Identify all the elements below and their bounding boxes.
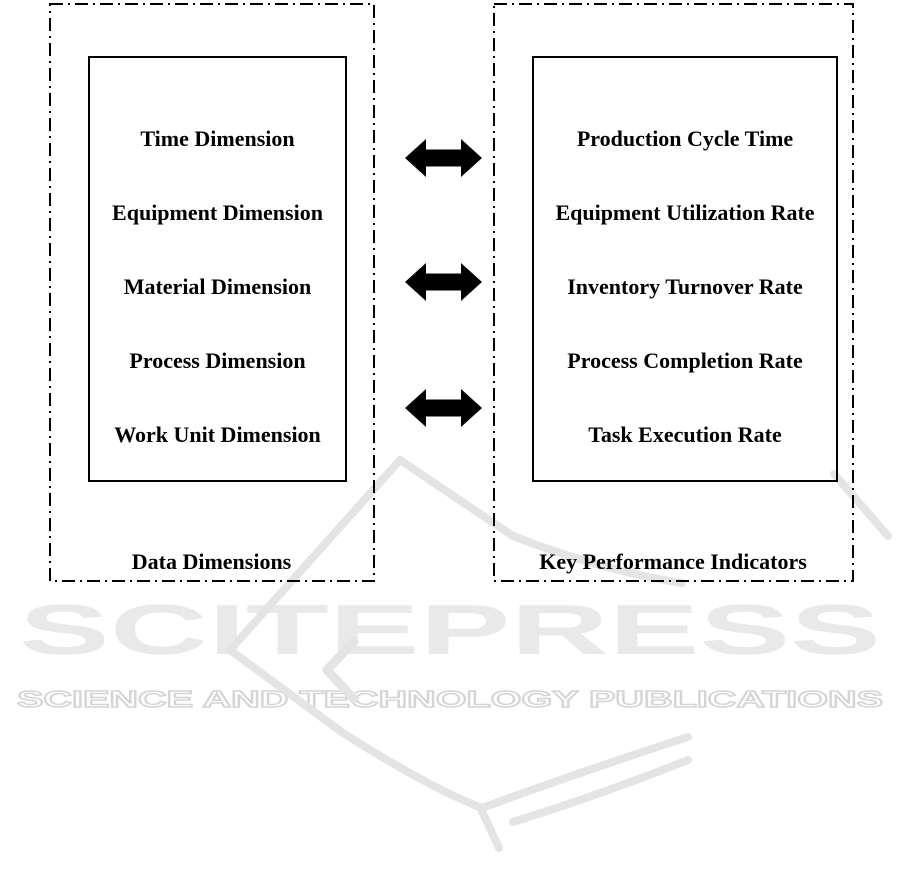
- dimension-item: Time Dimension: [140, 126, 295, 151]
- double-arrows-group: [405, 139, 482, 427]
- kpi-item: Task Execution Rate: [588, 422, 782, 447]
- double-arrow-icon: [405, 263, 482, 301]
- double-arrow-icon: [405, 389, 482, 427]
- dimension-item: Equipment Dimension: [112, 200, 323, 225]
- left-panel-label: Data Dimensions: [131, 549, 292, 574]
- dimension-item: Process Dimension: [129, 348, 306, 373]
- data-dimensions-box: Time Dimension Equipment Dimension Mater…: [88, 56, 347, 482]
- watermark-logo-text: SCITEPRESS: [19, 591, 881, 670]
- right-panel-label: Key Performance Indicators: [539, 549, 807, 574]
- kpi-box: Production Cycle Time Equipment Utilizat…: [532, 56, 838, 482]
- kpi-item: Equipment Utilization Rate: [555, 200, 815, 225]
- watermark-tagline-text: SCIENCE AND TECHNOLOGY PUBLICATIONS: [17, 686, 883, 712]
- dimension-item: Material Dimension: [123, 274, 312, 299]
- dimension-item: Work Unit Dimension: [114, 422, 321, 447]
- watermark-book-icon: [226, 456, 892, 852]
- double-arrow-icon: [405, 139, 482, 177]
- kpi-item: Inventory Turnover Rate: [567, 274, 803, 299]
- kpi-item: Process Completion Rate: [567, 348, 803, 373]
- kpi-item: Production Cycle Time: [576, 126, 794, 151]
